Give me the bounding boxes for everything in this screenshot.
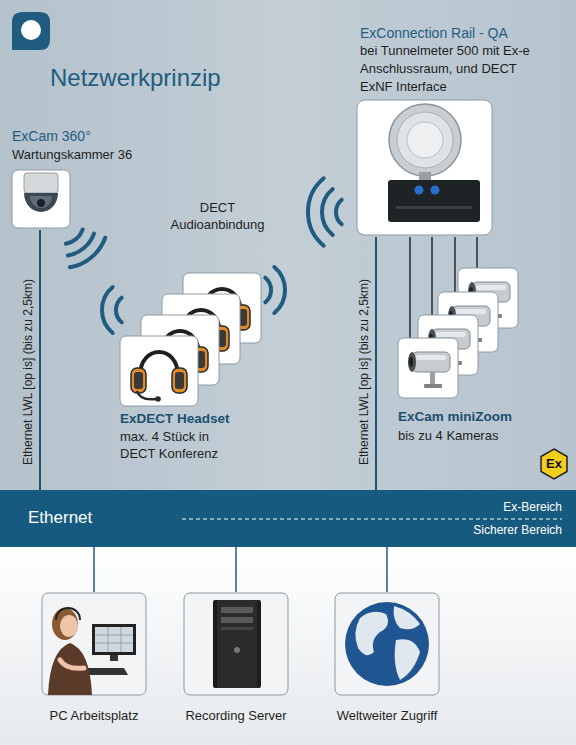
connector-line (431, 237, 433, 322)
connector-line (375, 237, 377, 490)
device-name: PC Arbeitsplatz (38, 708, 150, 724)
cable-label: Ethernet LWL [op is] (bis zu 2,5km) (21, 279, 35, 465)
device-name: ExCam 360° (12, 128, 91, 145)
device-note: Wartungskammer 36 (12, 146, 132, 163)
device-note: max. 4 Stück in DECT Konferenz (120, 428, 225, 462)
connector-line (454, 237, 456, 299)
safe-area-background (0, 545, 576, 745)
cable-label: Ethernet LWL [op is] (bis zu 2,5km) (357, 279, 371, 465)
camera-node: ExCam 360°Wartungskammer 36 (10, 128, 175, 230)
dome-camera-picture (12, 170, 70, 228)
device-note: bei Tunnelmeter 500 mit Ex-e Anschlussra… (360, 42, 545, 96)
connector-line (39, 230, 41, 490)
connector-line (386, 547, 388, 592)
connector-line (235, 547, 237, 592)
zone-divider (182, 519, 562, 520)
globe-picture (335, 593, 439, 695)
link-caption: DECT Audioanbindung (160, 199, 275, 233)
connector-line (409, 237, 411, 345)
device-name: ExCam miniZoom (398, 408, 512, 425)
company-logo (12, 12, 50, 50)
camera-group-node: ExCam miniZoom bis zu 4 Kameras (395, 262, 545, 442)
headset-pictures (120, 273, 261, 406)
server-node: Recording Server (180, 592, 292, 727)
connector-line (93, 547, 95, 592)
zone-name: Sicherer Bereich (473, 523, 562, 537)
server-picture (184, 593, 288, 695)
connection-rail-picture (357, 100, 492, 235)
headset-node: ExDECT Headsetmax. 4 Stück in DECT Konfe… (112, 268, 262, 460)
ex-hexagon (541, 449, 567, 479)
mini-camera-pictures (398, 268, 518, 398)
access-node: Weltweiter Zugriff (331, 592, 443, 727)
rail-node: ExConnection Rail - QAbei Tunnelmeter 50… (355, 24, 555, 237)
ethernet-band: Ethernet Ex-BereichSicherer Bereich (0, 490, 576, 547)
ex-symbol-text: Ex (541, 455, 567, 473)
pc-workplace-picture (42, 593, 146, 695)
workplace-node: PC Arbeitsplatz (38, 592, 150, 727)
network-name: Ethernet (28, 508, 92, 528)
device-name: Recording Server (180, 708, 292, 724)
diagram-title: Netzwerkprinzip (50, 64, 221, 92)
device-note: bis zu 4 Kameras (398, 427, 498, 444)
device-name: Weltweiter Zugriff (331, 708, 443, 724)
device-name: ExDECT Headset (120, 410, 230, 427)
device-name: ExConnection Rail - QA (360, 24, 508, 42)
zone-name: Ex-Bereich (503, 500, 562, 514)
ex-area-background (0, 0, 576, 492)
